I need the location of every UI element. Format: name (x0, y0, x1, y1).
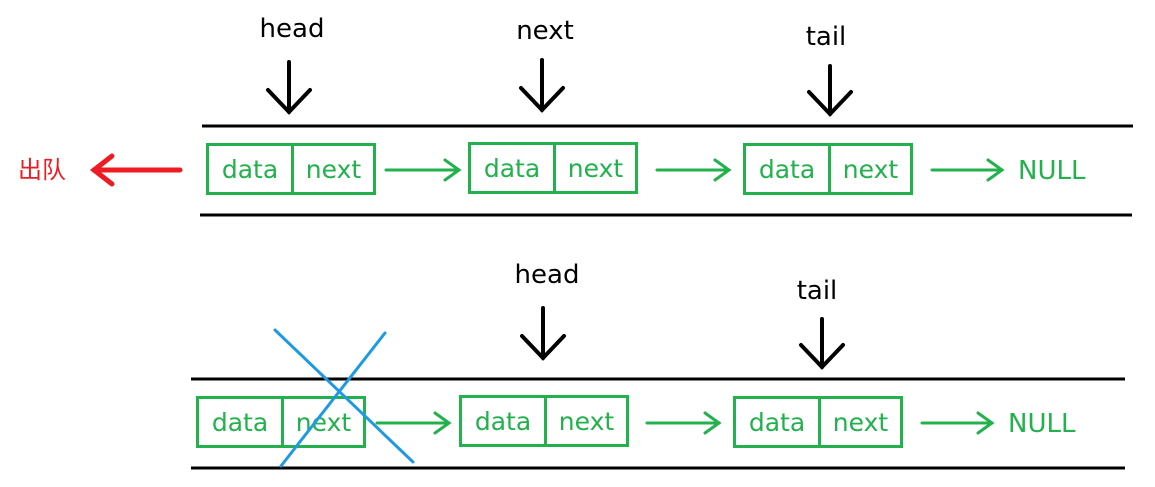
tail-pointer-arrow (799, 317, 845, 370)
dequeued-node: data next (196, 396, 366, 448)
node-next-field: next (842, 154, 899, 184)
node-data-field: data (462, 398, 547, 444)
head-pointer-label: head (259, 14, 325, 44)
head-pointer-arrow (266, 60, 312, 115)
node-next-field: next (832, 407, 889, 437)
next-pointer-label: next (516, 16, 574, 46)
node-next-field: next (558, 406, 615, 436)
node-next-field: next (305, 154, 362, 184)
node-data-field: data (209, 146, 294, 192)
link-arrow (645, 411, 722, 435)
queue-node: data next (459, 395, 629, 447)
queue-node: data next (743, 143, 913, 195)
tail-pointer-label: tail (805, 22, 847, 52)
node-next-field: next (295, 407, 352, 437)
link-arrow (375, 411, 452, 435)
queue-node: data next (733, 396, 903, 448)
node-data-field: data (746, 146, 831, 192)
queue-node: data next (468, 142, 638, 194)
null-label: NULL (1018, 156, 1086, 186)
node-data-field: data (471, 145, 556, 191)
node-next-field: next (567, 153, 624, 183)
tail-pointer-label: tail (796, 276, 838, 306)
link-arrow (930, 158, 1005, 182)
head-pointer-label: head (514, 260, 580, 290)
queue-node: data next (206, 143, 376, 195)
null-label: NULL (1008, 409, 1076, 439)
node-data-field: data (736, 399, 821, 445)
link-arrow (655, 158, 732, 182)
node-data-field: data (199, 399, 284, 445)
tail-pointer-arrow (807, 64, 853, 117)
link-arrow (920, 411, 995, 435)
next-pointer-arrow (519, 58, 565, 113)
head-pointer-arrow (520, 306, 566, 361)
dequeue-arrow (89, 153, 183, 187)
dequeue-label: 出队 (18, 156, 66, 184)
link-arrow (384, 158, 462, 182)
